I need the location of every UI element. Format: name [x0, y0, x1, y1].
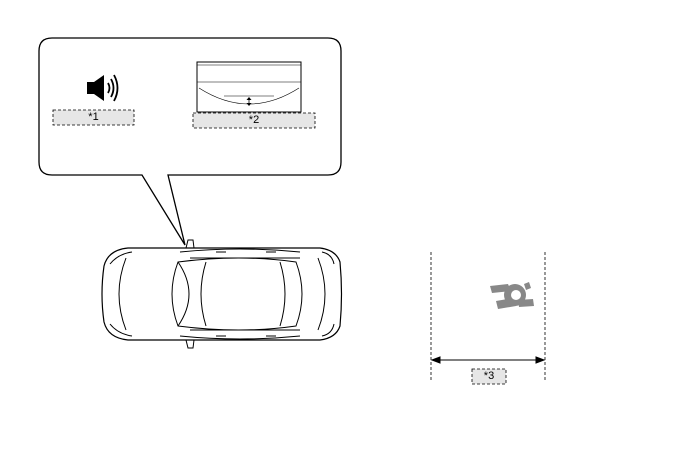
distance-zone	[430, 252, 546, 382]
speaker-icon	[87, 74, 119, 102]
pedestrian-top-view-icon	[490, 282, 534, 309]
mirror-label: *2	[248, 114, 260, 126]
label-box-1	[52, 109, 135, 126]
vehicle-top-view	[101, 239, 343, 349]
label-box-2	[192, 112, 316, 129]
rear-view-mirror-icon	[196, 61, 302, 113]
label-box-3	[471, 368, 507, 385]
speaker-label: *1	[88, 111, 99, 123]
distance-label: *3	[483, 370, 495, 382]
